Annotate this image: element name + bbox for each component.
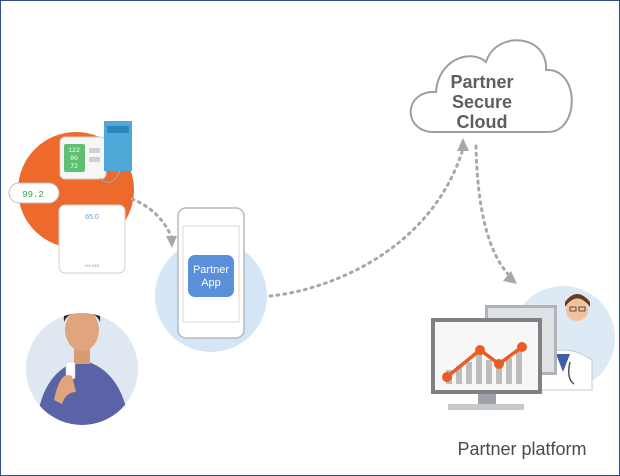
- arrow-head-devices: [166, 236, 177, 248]
- bp-pulse-value: 72: [70, 163, 78, 170]
- user-avatar-icon: [26, 313, 138, 425]
- chart-point: [442, 372, 452, 382]
- arrow-app-to-cloud: [268, 150, 464, 298]
- scale-reading: 65.0: [85, 214, 99, 221]
- chart-bar: [496, 366, 502, 384]
- bp-cuff-icon: [104, 121, 132, 171]
- devices-group: 122 80 72 99.2 65.0 HOLMES: [8, 121, 134, 274]
- app-label-line-2: App: [201, 277, 221, 289]
- chart-bar: [476, 354, 482, 384]
- chart-line: [445, 345, 524, 379]
- chart-bar: [456, 366, 462, 384]
- bp-dia-value: 80: [70, 155, 78, 162]
- cloud-label-line-2: Secure: [452, 92, 512, 112]
- monitor-chart: [442, 342, 527, 384]
- chart-point: [517, 342, 527, 352]
- arrow-head-platform: [503, 271, 517, 284]
- chart-bar: [486, 360, 492, 384]
- chart-point: [494, 359, 504, 369]
- chart-point: [475, 345, 485, 355]
- bp-sys-value: 122: [68, 147, 80, 154]
- cloud-label-line-1: Partner: [450, 72, 513, 92]
- computer-monitor-icon: [431, 305, 557, 410]
- scale-brand: HOLMES: [85, 264, 100, 268]
- chart-bar: [516, 350, 522, 384]
- cloud-label-line-3: Cloud: [457, 112, 508, 132]
- cloud-icon: Partner Secure Cloud: [409, 39, 573, 133]
- bp-monitor-icon: 122 80 72: [59, 136, 121, 184]
- thermometer-icon: 99.2: [8, 182, 60, 204]
- chart-bar: [466, 362, 472, 384]
- app-label-line-1: Partner: [193, 264, 229, 276]
- arrow-cloud-to-platform: [474, 144, 510, 276]
- arrow-devices-to-app: [130, 197, 174, 240]
- platform-label: Partner platform: [457, 439, 586, 459]
- arrow-head-cloud: [457, 138, 469, 151]
- thermometer-reading: 99.2: [22, 190, 44, 200]
- chart-bar: [506, 358, 512, 384]
- weight-scale-icon: 65.0 HOLMES: [58, 204, 126, 274]
- partner-app-tile: [188, 255, 234, 297]
- smartphone-icon: Partner App: [155, 207, 267, 352]
